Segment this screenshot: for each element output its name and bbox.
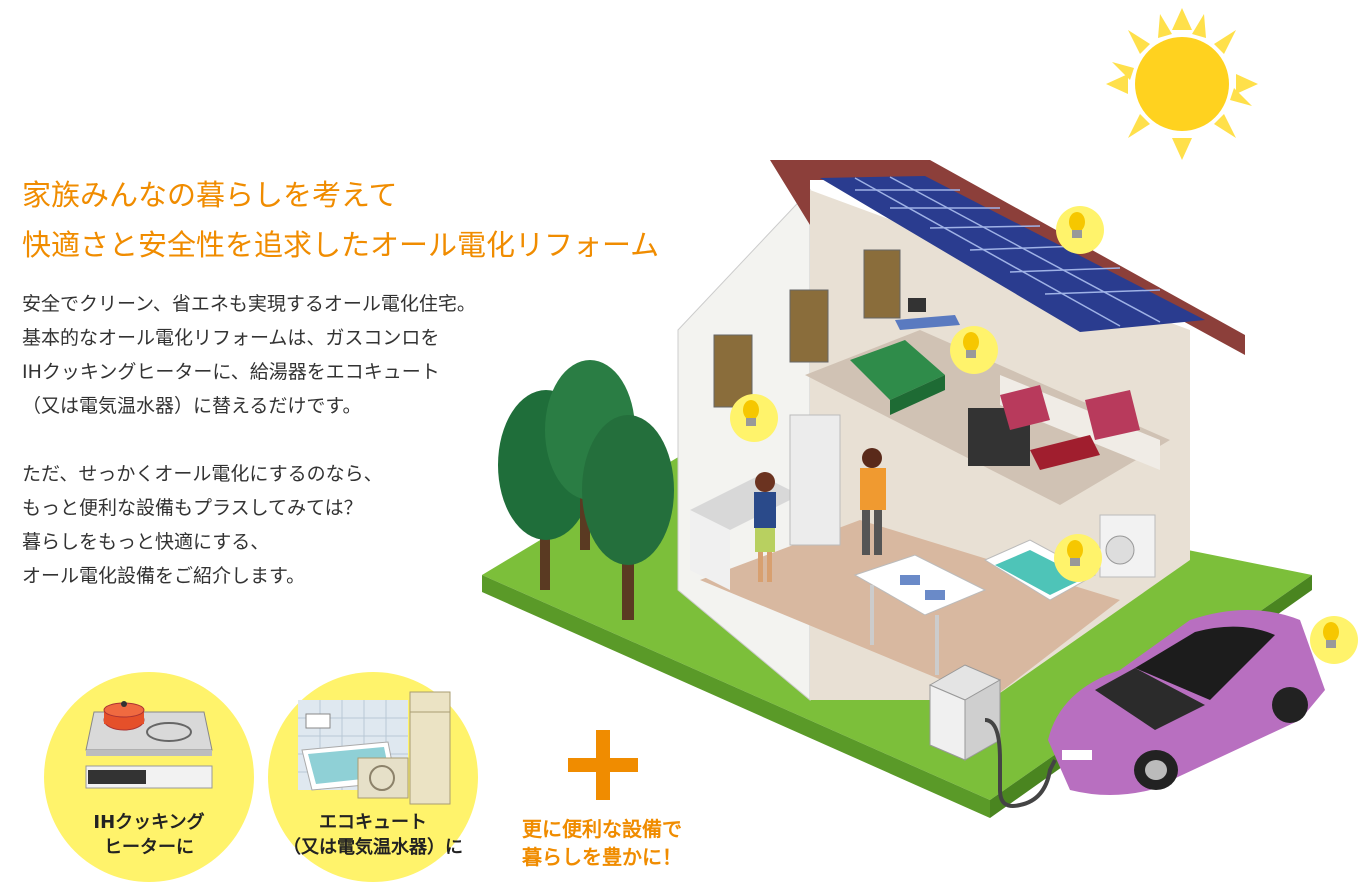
- bulb-icon: [1054, 534, 1102, 582]
- plus-label: 更に便利な設備で 暮らしを豊かに！: [492, 815, 712, 871]
- car-icon: [1048, 610, 1325, 795]
- roof: [770, 160, 1245, 355]
- plus-icon: [568, 730, 638, 800]
- intro-line: 安全でクリーン、省エネも実現するオール電化住宅。: [22, 293, 476, 315]
- ih-cooktop-icon: [85, 701, 213, 789]
- intro-line: もっと便利な設備もプラスしてみては？: [22, 497, 363, 519]
- intro-line: 基本的なオール電化リフォームは、ガスコンロを: [22, 327, 440, 349]
- eco-cute-icon: [298, 691, 451, 805]
- feature-ih-label-line2: ヒーターに: [104, 837, 194, 858]
- plus-label-line1: 更に便利な設備で: [522, 817, 682, 841]
- intro-line: 暮らしをもっと快適にする、: [22, 531, 270, 553]
- intro-line: [22, 423, 476, 457]
- feature-ih-cooktop: IHクッキング ヒーターに: [44, 672, 254, 882]
- page-heading: 家族みんなの暮らしを考えて 快適さと安全性を追求したオール電化リフォーム: [22, 170, 659, 270]
- bulb-icon: [730, 394, 778, 442]
- sun-icon: [1106, 8, 1258, 160]
- feature-eco-cute: エコキュート （又は電気温水器）に: [268, 672, 478, 882]
- intro-line: ただ、せっかくオール電化にするのなら、: [22, 463, 383, 485]
- feature-eco-label-line2: （又は電気温水器）に: [283, 837, 463, 858]
- feature-eco-label-line1: エコキュート: [319, 812, 427, 833]
- trees: [498, 360, 674, 620]
- feature-eco-label: エコキュート （又は電気温水器）に: [268, 810, 478, 860]
- bulb-icon: [1310, 616, 1358, 664]
- house-interior: [810, 190, 1190, 700]
- heading-line-2: 快適さと安全性を追求したオール電化リフォーム: [22, 228, 660, 262]
- bulb-icon: [1056, 206, 1104, 254]
- intro-line: IHクッキングヒーターに、給湯器をエコキュート: [22, 361, 440, 383]
- bulb-icon: [950, 326, 998, 374]
- solar-panel: [820, 176, 1205, 332]
- plus-label-line2: 暮らしを豊かに！: [522, 845, 682, 869]
- intro-line: （又は電気温水器）に替えるだけです。: [22, 395, 362, 417]
- intro-text: 安全でクリーン、省エネも実現するオール電化住宅。 基本的なオール電化リフォームは…: [22, 287, 476, 593]
- intro-line: オール電化設備をご紹介します。: [22, 565, 306, 587]
- person-woman: [754, 472, 776, 582]
- person-man: [860, 448, 886, 555]
- heading-line-1: 家族みんなの暮らしを考えて: [22, 178, 398, 212]
- feature-ih-label-line1: IHクッキング: [93, 812, 205, 833]
- house-left-wall: [677, 188, 811, 702]
- feature-ih-label: IHクッキング ヒーターに: [44, 810, 254, 860]
